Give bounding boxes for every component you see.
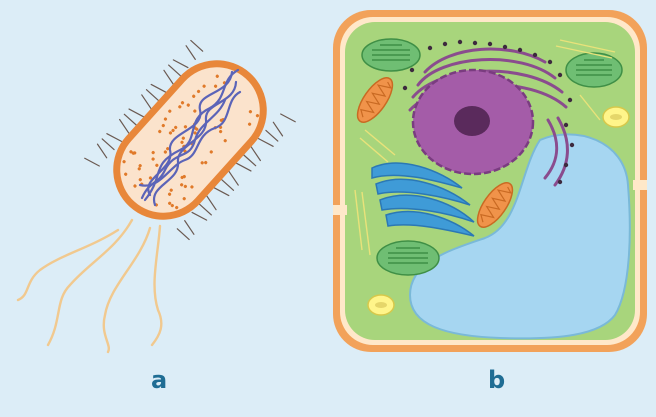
er-ribosome xyxy=(488,42,492,46)
pilus xyxy=(192,212,207,220)
pilus xyxy=(199,204,211,215)
pilus xyxy=(185,221,194,235)
pilus xyxy=(120,120,129,134)
pilus xyxy=(191,40,203,51)
er-ribosome xyxy=(548,60,552,64)
pilus xyxy=(244,155,256,166)
er-ribosome xyxy=(503,45,507,49)
plasmodesma xyxy=(633,180,647,190)
er-ribosome xyxy=(403,86,407,90)
pilus xyxy=(222,180,234,191)
er-ribosome xyxy=(458,40,462,44)
panel-label-b: b xyxy=(488,368,505,392)
pilus xyxy=(251,147,260,161)
er-ribosome xyxy=(570,143,574,147)
pilus xyxy=(214,188,229,196)
pilus xyxy=(186,46,195,60)
pilus xyxy=(259,139,274,147)
pilus xyxy=(273,122,282,136)
flagellum xyxy=(152,226,161,345)
pilus xyxy=(85,158,100,166)
er-ribosome xyxy=(558,180,562,184)
er-ribosome xyxy=(568,98,572,102)
pilus xyxy=(207,196,216,210)
pilus xyxy=(124,114,136,125)
er-ribosome xyxy=(518,48,522,52)
er-ribosome xyxy=(443,42,447,46)
plant-cell xyxy=(333,10,647,352)
er-ribosome xyxy=(473,41,477,45)
plasmodesma xyxy=(333,205,347,215)
er-ribosome xyxy=(428,46,432,50)
er-ribosome xyxy=(564,163,568,167)
pilus xyxy=(266,130,278,141)
flagellum xyxy=(18,230,118,300)
pilus xyxy=(177,229,189,240)
pilus xyxy=(164,70,173,84)
chloroplast xyxy=(566,53,622,87)
er-ribosome xyxy=(410,68,414,72)
pilus xyxy=(102,139,114,150)
nucleolus xyxy=(454,106,490,136)
flagella xyxy=(18,220,161,352)
chloroplast xyxy=(377,241,439,275)
vesicle xyxy=(368,295,394,315)
bacterium-cell xyxy=(18,40,295,352)
er-ribosome xyxy=(564,123,568,127)
pilus xyxy=(142,95,151,109)
pilus xyxy=(146,90,158,101)
pilus xyxy=(107,134,122,142)
pilus xyxy=(173,60,188,68)
chloroplast xyxy=(362,39,420,71)
pilus xyxy=(281,114,296,122)
er-ribosome xyxy=(533,53,537,57)
pilus xyxy=(169,65,181,76)
vesicle xyxy=(603,107,629,127)
pilus xyxy=(236,163,251,171)
pilus xyxy=(129,109,144,117)
panel-label-a: a xyxy=(151,368,167,392)
pilus xyxy=(151,84,166,92)
pilus xyxy=(97,144,106,158)
er-ribosome xyxy=(558,73,562,77)
pilus xyxy=(229,171,238,185)
